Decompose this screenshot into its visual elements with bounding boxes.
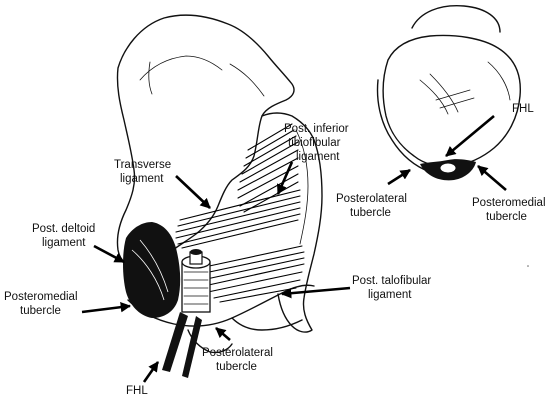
- label-post-deltoid-2: ligament: [42, 237, 86, 249]
- label-posteromedial-left-2: tubercle: [20, 305, 61, 317]
- label-arrows: [81, 115, 507, 383]
- label-transverse-2: ligament: [120, 173, 164, 185]
- label-post-inferior-tibiofibular-3: ligament: [296, 151, 340, 163]
- text-labels: FHL Post. inferior tibiofibular ligament…: [4, 103, 546, 397]
- post-deltoid-ligament: [123, 222, 181, 318]
- label-posteromedial-right-1: Posteromedial: [472, 197, 546, 209]
- label-post-inferior-tibiofibular-1: Post. inferior: [284, 123, 349, 135]
- label-posteromedial-left-1: Posteromedial: [4, 291, 78, 303]
- label-posterolateral-bottom-1: Posterolateral: [202, 347, 273, 359]
- fibula-outline: [261, 112, 323, 333]
- label-post-talofibular-2: ligament: [368, 289, 412, 301]
- tibia-outline: [116, 14, 295, 267]
- label-posterolateral-right-2: tubercle: [350, 207, 391, 219]
- label-posterolateral-right-1: Posterolateral: [336, 193, 407, 205]
- label-transverse-1: Transverse: [114, 159, 171, 171]
- post-talofibular-ligament: [199, 245, 305, 303]
- fhl-tendon: [162, 249, 211, 378]
- label-fhl-top: FHL: [512, 103, 534, 115]
- label-post-deltoid-1: Post. deltoid: [32, 223, 95, 235]
- talus-superior-view: [376, 5, 521, 181]
- label-posterolateral-bottom-2: tubercle: [216, 361, 257, 373]
- label-fhl-bottom: FHL: [126, 385, 148, 397]
- label-posteromedial-right-2: tubercle: [486, 211, 527, 223]
- posterior-ankle-view: [116, 14, 323, 378]
- fhl-groove: [439, 162, 457, 174]
- label-post-inferior-tibiofibular-2: tibiofibular: [288, 137, 341, 149]
- transverse-ligament: [175, 189, 301, 249]
- label-post-talofibular-1: Post. talofibular: [352, 275, 431, 287]
